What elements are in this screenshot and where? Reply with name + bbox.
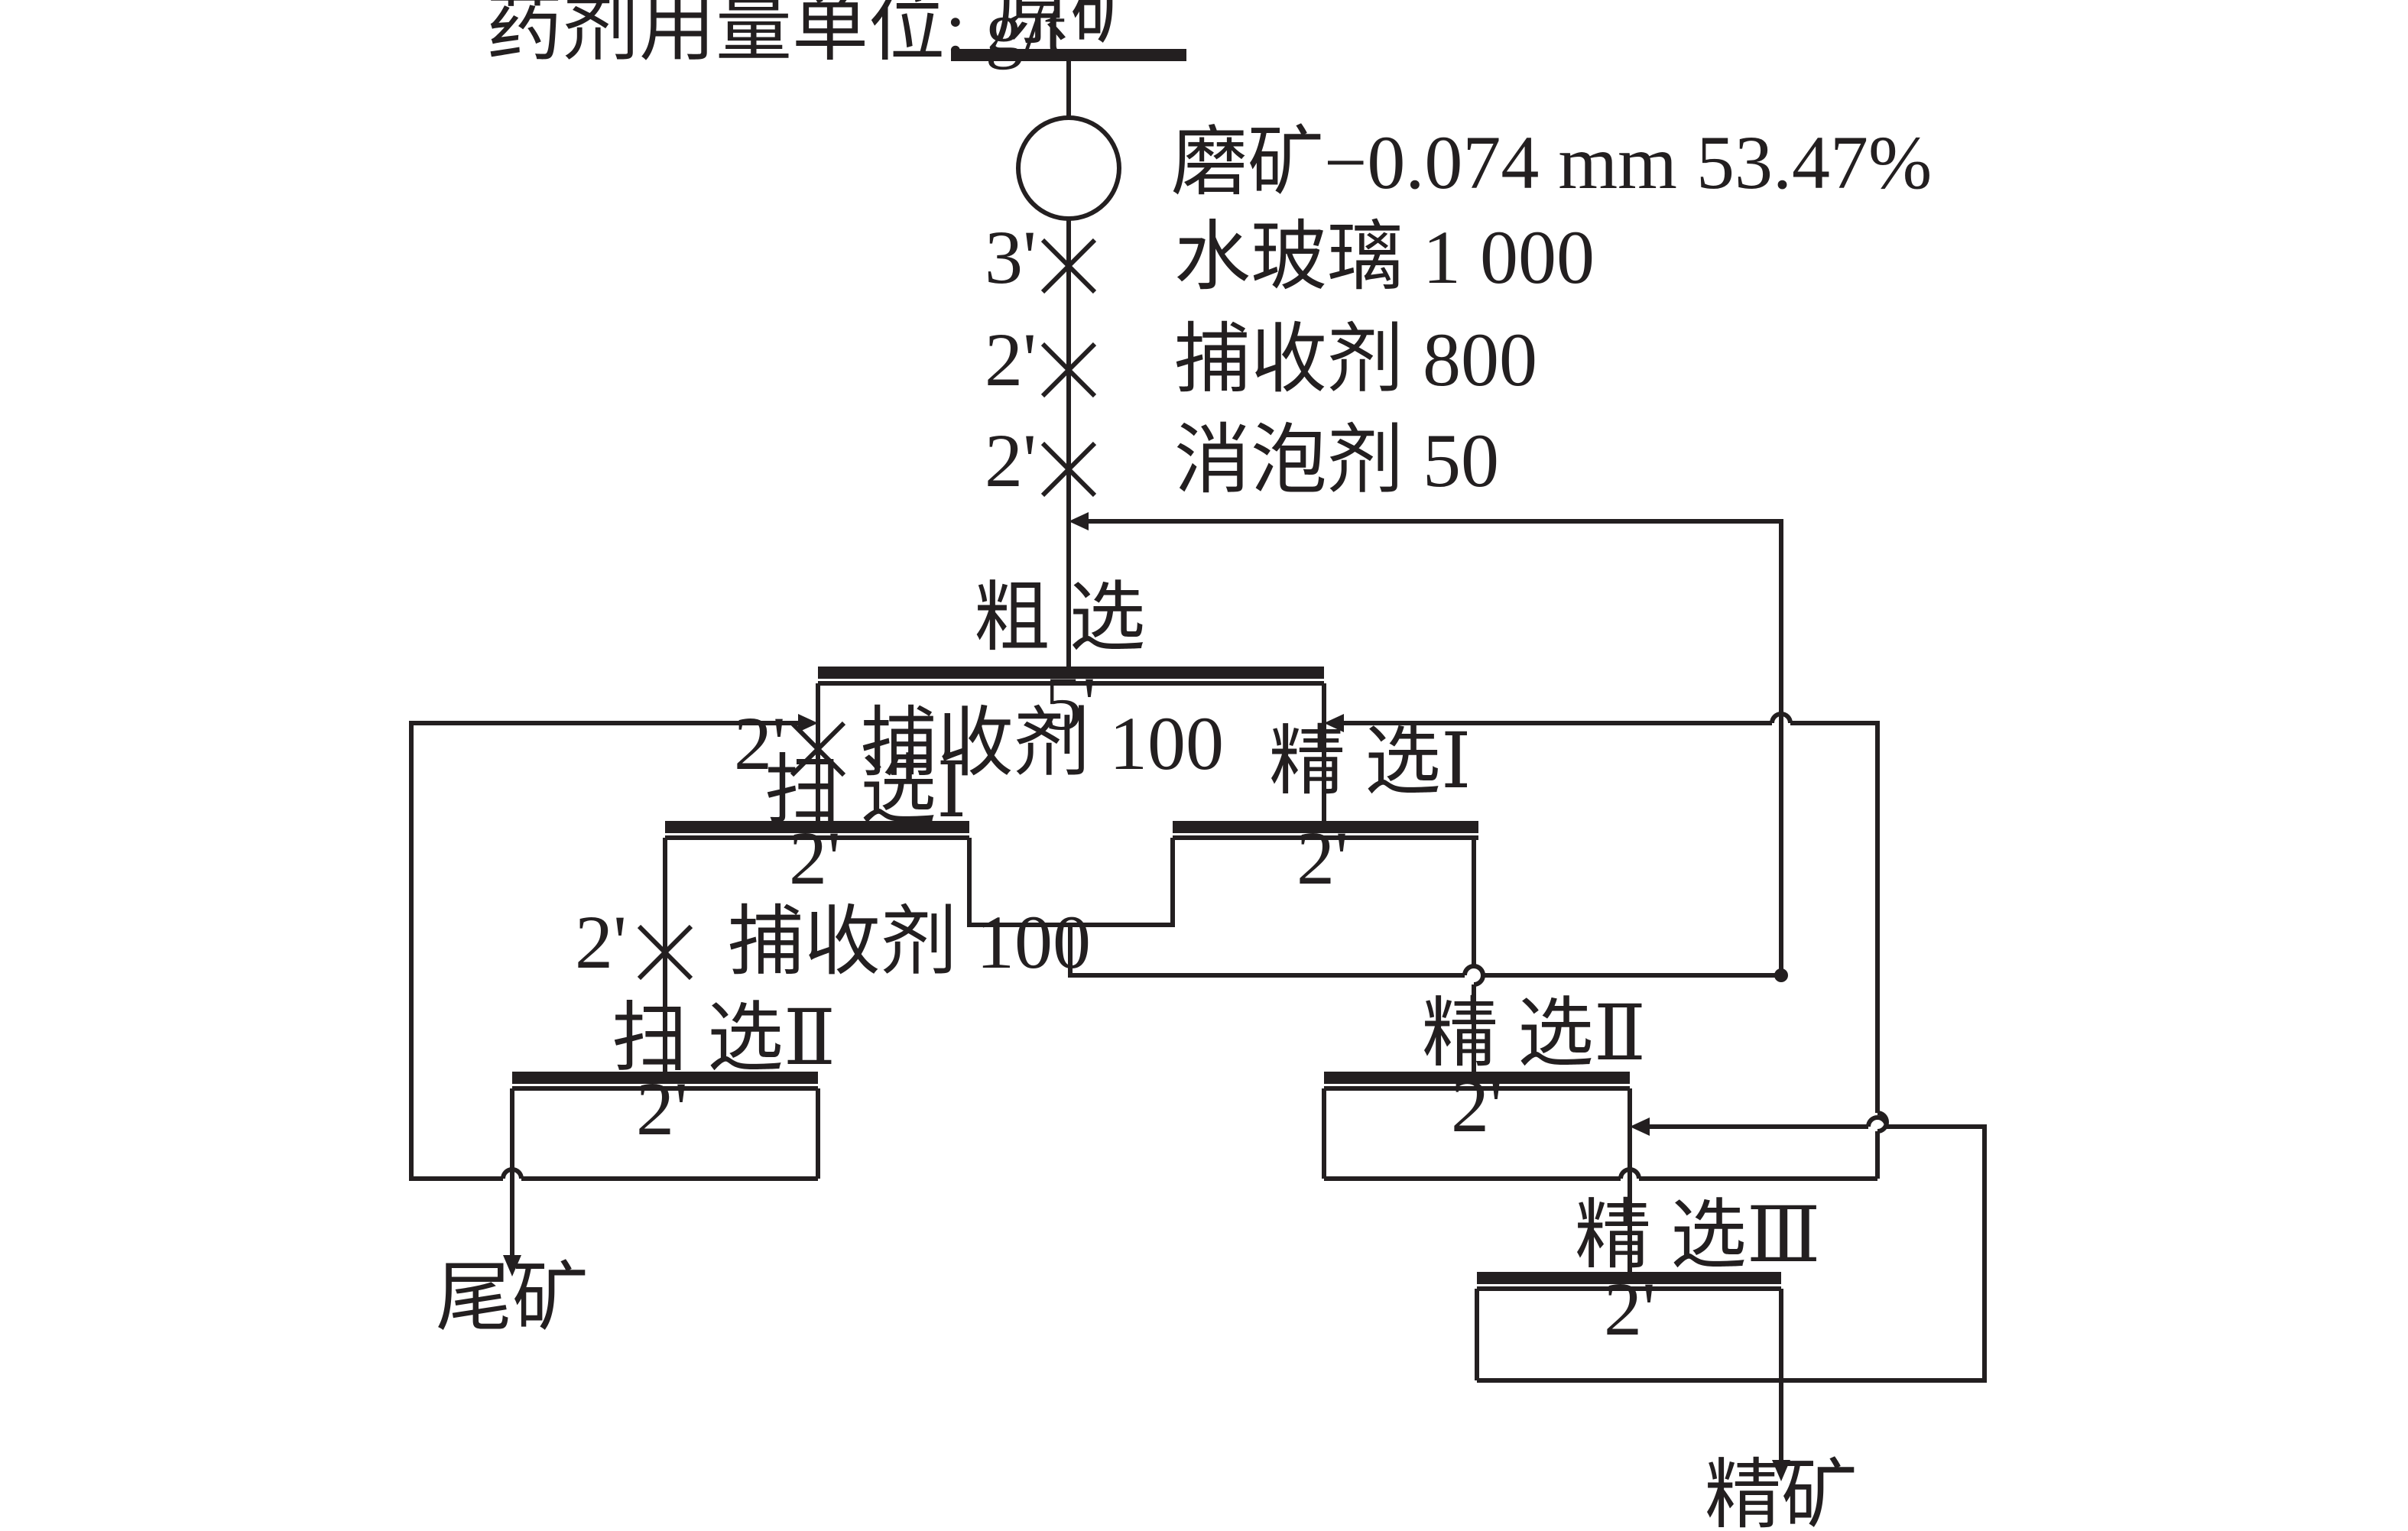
scavenger-1-reagent-cross xyxy=(790,721,846,777)
scavenger-2-froth-return xyxy=(409,721,800,1181)
conditioning-time-1: 3' xyxy=(985,215,1037,300)
scavenger-2-reagent-cross xyxy=(637,924,693,981)
tailings-arrow xyxy=(503,1255,521,1276)
scavenger-2-label: 扫 选Ⅱ xyxy=(612,996,836,1081)
scavenger-2-time: 2' xyxy=(636,1066,688,1151)
cleaner-3-cell xyxy=(1475,1272,1783,1383)
middlings-crossover xyxy=(1462,964,1485,976)
arrow-into-rougher-feed xyxy=(1069,512,1089,530)
cleaner-2-time: 2' xyxy=(1451,1063,1503,1148)
rougher-label: 粗 选 xyxy=(974,576,1146,660)
scavenger-1-add-reagent: 捕收剂 100 xyxy=(861,701,1224,786)
scavenger-1-label: 扫 选Ⅰ xyxy=(764,748,967,833)
arrow-into-cleaner-1 xyxy=(1324,714,1344,732)
conditioning-step-3: 2' 消泡剂 50 xyxy=(985,418,1499,503)
rougher-time: 5' xyxy=(1044,661,1096,746)
concentrate-label: 精矿 xyxy=(1705,1453,1858,1531)
feed-label: 原矿 xyxy=(994,0,1147,54)
grinding-mill-circle xyxy=(1016,115,1121,221)
scavenger-1-time: 2' xyxy=(789,816,841,900)
return-crossover xyxy=(1770,712,1793,724)
conditioning-reagent-2: 捕收剂 800 xyxy=(1174,317,1537,402)
tailings-label: 尾矿 xyxy=(436,1256,589,1341)
recycle-line-to-rougher xyxy=(1082,519,1783,974)
conditioning-reagent-1: 水玻璃 1 000 xyxy=(1174,215,1595,300)
conditioning-reagent-3: 消泡剂 50 xyxy=(1174,418,1499,503)
cleaner-3-time: 2' xyxy=(1604,1267,1656,1351)
cleaner-1-cell xyxy=(1173,821,1485,1075)
conditioning-step-1: 3' 水玻璃 1 000 xyxy=(985,215,1595,300)
junction-dot xyxy=(1774,968,1788,982)
conditioning-time-3: 2' xyxy=(985,418,1037,503)
conditioning-time-2: 2' xyxy=(985,317,1037,402)
arrow-into-cleaner-2 xyxy=(1630,1117,1650,1136)
arrow-into-scavenger-1 xyxy=(798,714,818,732)
conditioning-step-2: 2' 捕收剂 800 xyxy=(985,317,1537,402)
scavenger-1-add-time: 2' xyxy=(734,701,786,786)
cleaner-1-label: 精 选Ⅰ xyxy=(1269,719,1472,804)
rougher-cell xyxy=(816,667,1326,826)
cleaner-2-label: 精 选Ⅱ xyxy=(1422,991,1646,1076)
cleaner-3-label: 精 选Ⅲ xyxy=(1575,1193,1820,1278)
scavenger-2-add-time: 2' xyxy=(575,900,627,984)
cleaner-2-cell xyxy=(1322,1072,1877,1276)
cleaner-3-tail-return xyxy=(1781,1124,1987,1383)
concentrate-arrow xyxy=(1772,1460,1790,1481)
cleaner-1-time: 2' xyxy=(1296,816,1348,900)
cleaner-3-crossover xyxy=(1866,1115,1889,1127)
scavenger-2-cell xyxy=(510,1072,820,1181)
cleaner-2-tail-line-upper xyxy=(1790,721,1880,1113)
scavenger-1-cell xyxy=(663,821,1175,1078)
middlings-line-left xyxy=(1068,925,1465,978)
scavenger-return-crossover xyxy=(501,1167,524,1179)
grinding-label: 磨矿−0.074 mm 53.47% xyxy=(1171,120,1932,205)
scavenger-2-add-reagent: 捕收剂 100 xyxy=(728,900,1091,984)
